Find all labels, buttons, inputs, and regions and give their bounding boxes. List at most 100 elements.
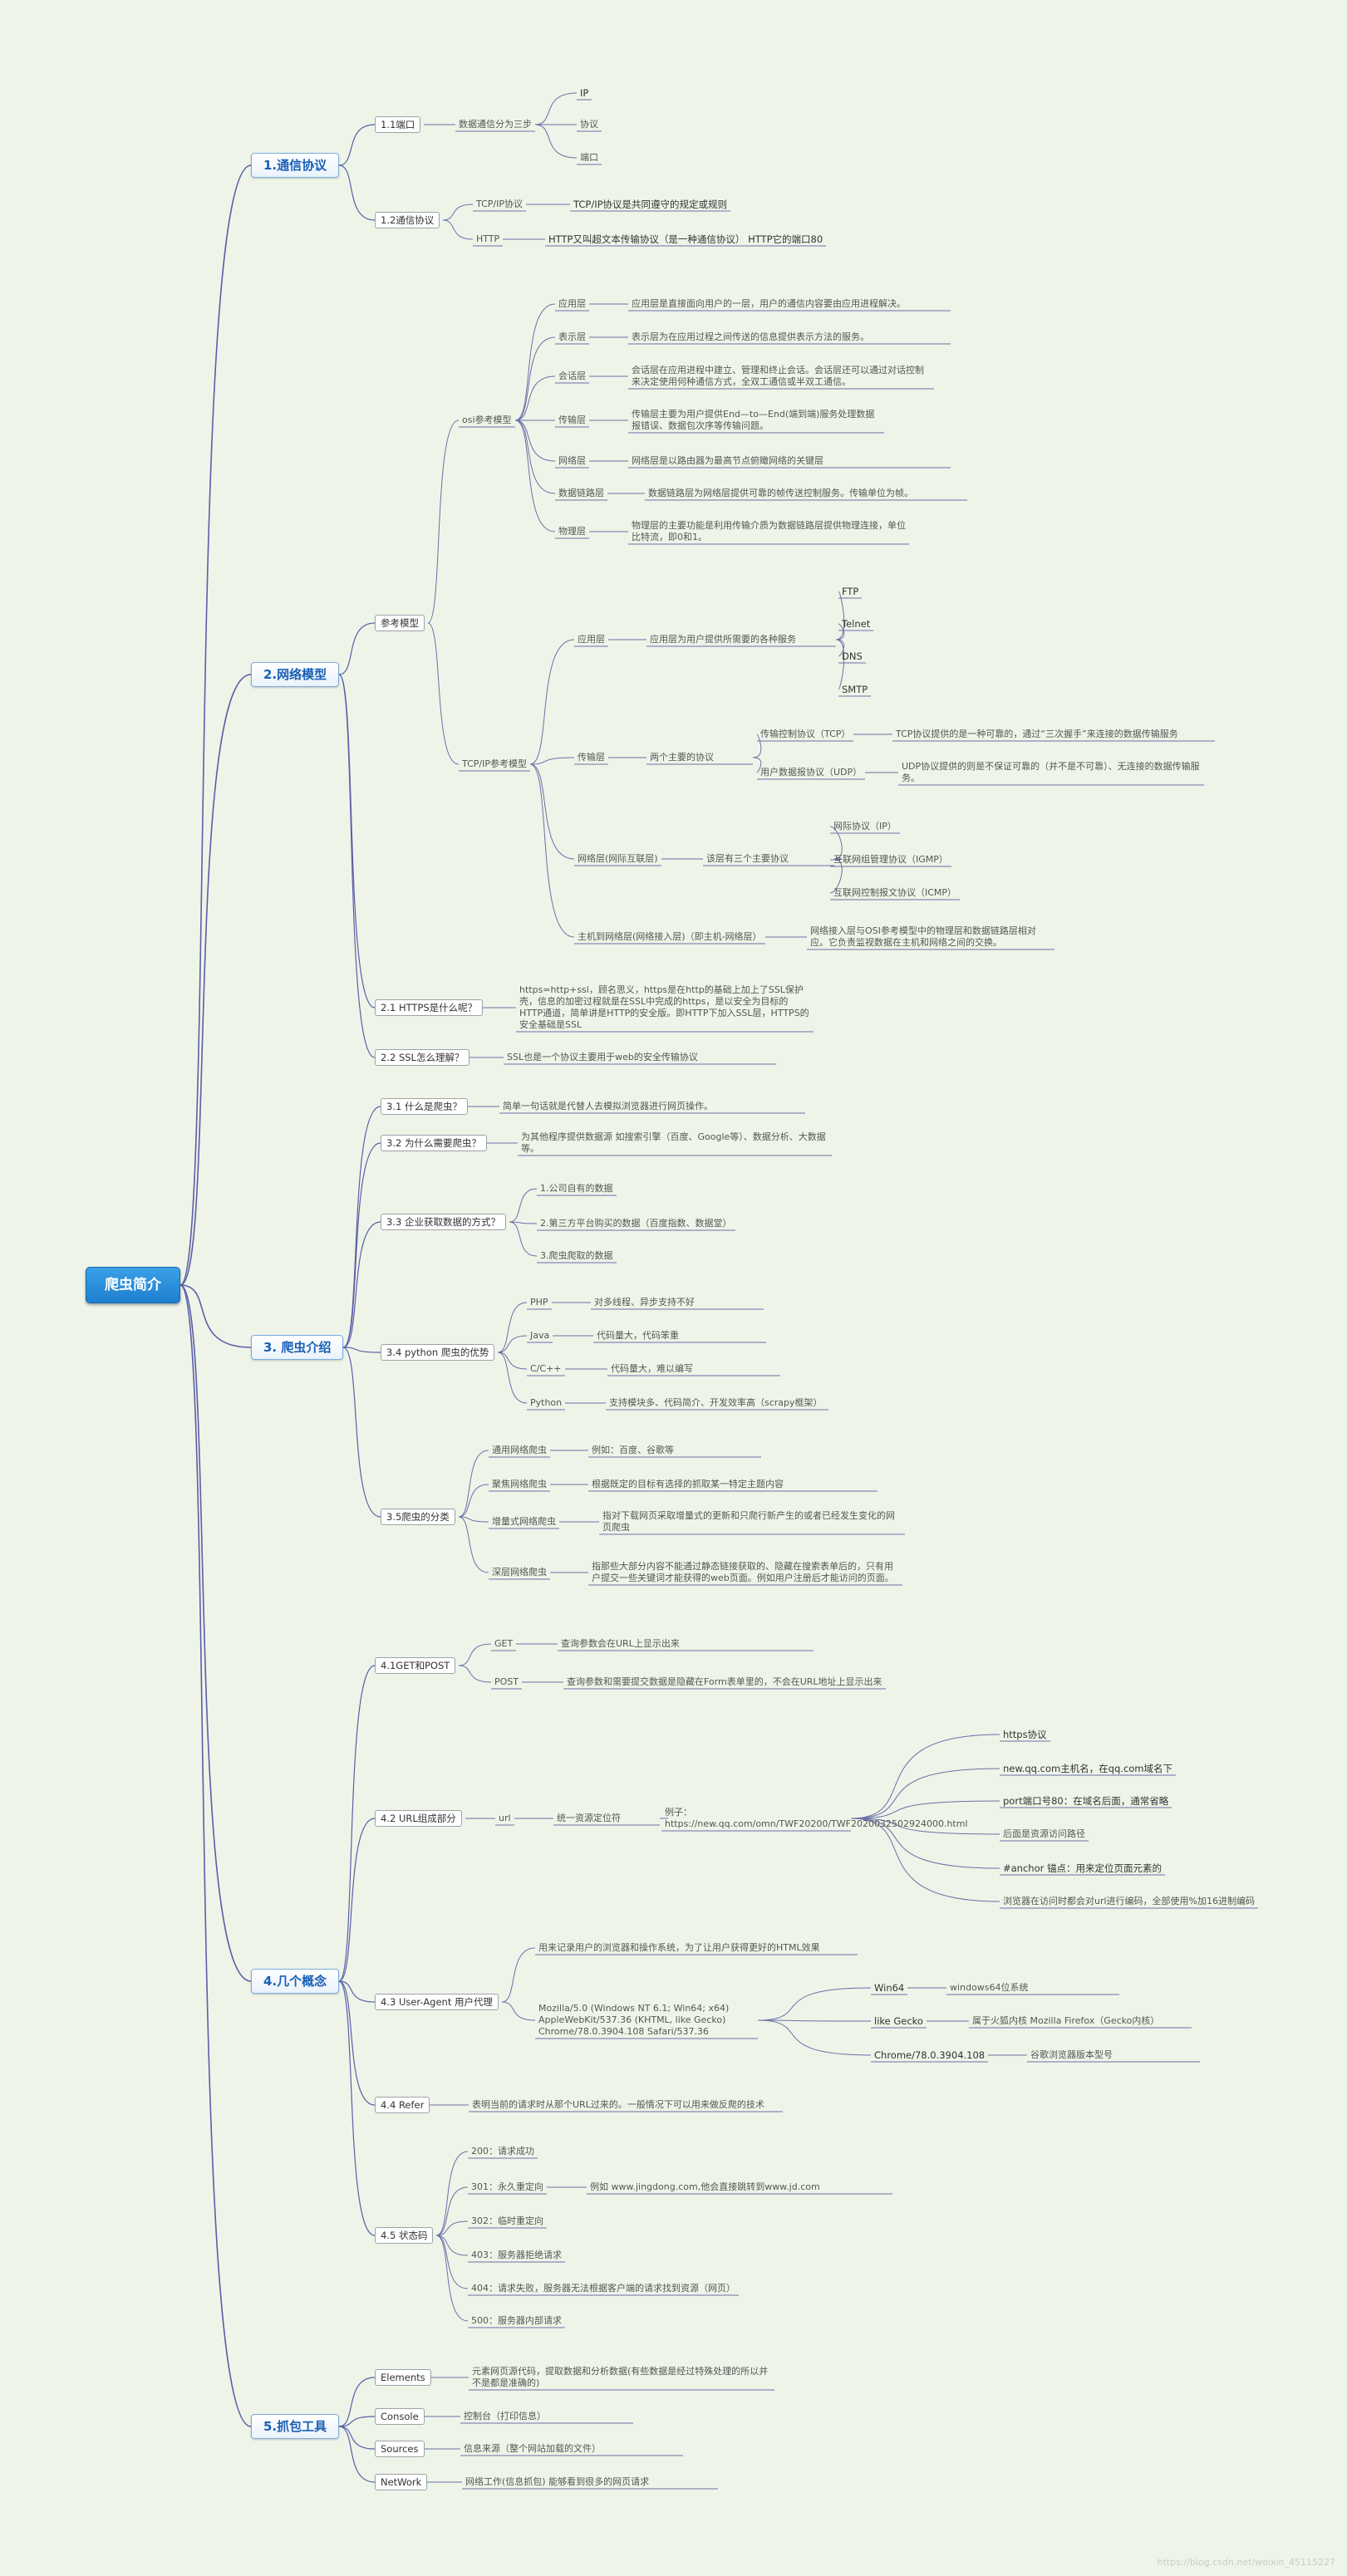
subtopic-b4s1: 4.1GET和POST xyxy=(375,1657,456,1674)
connector xyxy=(529,757,575,765)
desc-b4s1a: 查询参数会在URL上显示出来 xyxy=(561,1638,680,1649)
connector xyxy=(835,623,845,640)
connector xyxy=(501,2001,536,2021)
node-b1s2a1: TCP/IP协议是共同遵守的规定或规则 xyxy=(573,199,728,210)
connector xyxy=(427,420,460,624)
subtopic-b3s3: 3.3 企业获取数据的方式？ xyxy=(381,1214,506,1230)
connector xyxy=(514,336,556,421)
node-tcp2b: 用户数据报协议（UDP） xyxy=(760,767,863,778)
connector xyxy=(835,591,845,640)
connector xyxy=(338,2377,376,2427)
desc-b3s5d: 指那些大部分内容不能通过静态链接获取的、隐藏在搜索表单后的，只有用户提交一些关键… xyxy=(592,1561,894,1583)
desc-b5s4: 网络工作(信息抓包) 能够看到很多的网页请求 xyxy=(465,2476,650,2487)
subtopic-b5s1: Elements xyxy=(375,2369,431,2386)
desc-b4s2a: 统一资源定位符 xyxy=(557,1813,621,1823)
desc-sc2: 例如 www.jingdong.com,他会直接跳转到www.jd.com xyxy=(590,2181,820,2192)
connector xyxy=(850,1818,1000,1902)
branch-b1: 1.通信协议 xyxy=(251,153,340,178)
connector xyxy=(338,1818,376,1982)
node-osi1: 应用层 xyxy=(558,298,586,309)
subtopic-b2s3: 2.2 SSL怎么理解？ xyxy=(375,1049,470,1066)
node-u1: https协议 xyxy=(1003,1729,1047,1740)
desc-tcp2a: TCP协议提供的是一种可靠的，通过“三次握手”来连接的数据传输服务 xyxy=(896,729,1178,739)
node-sc2: 301：永久重定向 xyxy=(471,2181,543,2192)
desc-b3s5b: 根据既定的目标有选择的抓取某一特定主题内容 xyxy=(592,1479,784,1489)
node-b1s1a2: 协议 xyxy=(580,119,598,130)
connector xyxy=(514,420,556,494)
node-b1s2a: TCP/IP协议 xyxy=(476,199,523,209)
node-osi5: 网络层 xyxy=(558,455,586,466)
subtopic-b5s2: Console xyxy=(375,2408,425,2425)
desc-ua3: 谷歌浏览器版本型号 xyxy=(1030,2049,1113,2060)
node-tcp2: 传输层 xyxy=(578,752,605,763)
subtopic-b4s4: 4.4 Refer xyxy=(375,2097,430,2113)
subtopic-b2s1: 参考模型 xyxy=(375,615,425,631)
connector xyxy=(338,1980,376,2106)
connector xyxy=(458,1484,489,1518)
desc-b3s4c: 代码量大，难以编写 xyxy=(611,1363,693,1374)
node-b1s1a3: 端口 xyxy=(580,152,598,163)
connector xyxy=(501,1947,536,2003)
desc-b5s2: 控制台（打印信息） xyxy=(464,2411,546,2421)
node-tcp1: 应用层 xyxy=(578,634,605,645)
subtopic-b5s3: Sources xyxy=(375,2441,425,2457)
connector xyxy=(850,1734,1000,1819)
subtopic-b2s2: 2.1 HTTPS是什么呢？ xyxy=(375,999,484,1016)
root-topic: 爬虫简介 xyxy=(86,1267,180,1303)
desc-osi6: 数据链路层为网络层提供可靠的帧传送控制服务。传输单位为帧。 xyxy=(648,488,913,498)
connector xyxy=(442,219,474,240)
desc-tcp1: 应用层为用户提供所需要的各种服务 xyxy=(650,634,796,645)
connector xyxy=(757,1987,872,2021)
desc-tcp3: 该层有三个主要协议 xyxy=(706,853,789,864)
connector xyxy=(342,1142,381,1348)
desc-b2s2: https=http+ssl，顾名思义，https是在http的基础上加上了SS… xyxy=(519,984,809,1030)
connector xyxy=(509,1221,538,1224)
node-b1s1a: 数据通信分为三步 xyxy=(459,119,532,130)
connector xyxy=(757,2019,872,2056)
node-b4s2a: url xyxy=(499,1813,511,1823)
desc-b5s3: 信息来源（整个网站加载的文件） xyxy=(464,2443,601,2454)
connector xyxy=(435,2220,469,2236)
node-tcp3b: 互联网组管理协议（IGMP） xyxy=(833,854,948,865)
connector xyxy=(442,204,474,221)
connector xyxy=(179,674,252,1286)
desc-osi1: 应用层是直接面向用户的一层，用户的通信内容要由应用进程解决。 xyxy=(632,298,906,309)
node-osi7: 物理层 xyxy=(558,526,586,537)
connector xyxy=(338,124,376,166)
node-b1s1a1: IP xyxy=(580,87,589,99)
node-b3s3b: 2.第三方平台购买的数据（百度指数、数据堂） xyxy=(540,1218,732,1229)
connector xyxy=(850,1818,1000,1835)
node-u3: port端口号80：在域名后面，通常省略 xyxy=(1003,1795,1169,1807)
connector xyxy=(179,1284,252,2427)
node-b4s3a: 用来记录用户的浏览器和操作系统，为了让用户获得更好的HTML效果 xyxy=(538,1942,820,1953)
connector xyxy=(435,2235,469,2322)
desc-osi3: 会话层在应用进程中建立、管理和终止会话。会话层还可以通过对话控制来决定使用何种通… xyxy=(632,365,924,387)
connector xyxy=(497,1302,528,1353)
desc-b5s1: 元素网页源代码，提取数据和分析数据(有些数据是经过特殊处理的所以并不是都是准确的… xyxy=(472,2366,769,2388)
node-b3s5b: 聚焦网络爬虫 xyxy=(492,1479,547,1489)
subtopic-b1s2: 1.2通信协议 xyxy=(375,212,440,228)
node-tcp1c: DNS xyxy=(842,650,863,662)
connector xyxy=(338,2426,376,2483)
connector xyxy=(850,1768,1000,1819)
desc-b3s2: 为其他程序提供数据源 如搜索引擎（百度、Google等）、数据分析、大数据等。 xyxy=(521,1131,826,1154)
node-b4s1a: GET xyxy=(494,1638,514,1649)
branch-b4: 4.几个概念 xyxy=(251,1969,340,1994)
branch-b5: 5.抓包工具 xyxy=(251,2414,340,2439)
subtopic-b3s1: 3.1 什么是爬虫？ xyxy=(381,1098,468,1115)
connector xyxy=(435,2235,469,2289)
desc-tcp2: 两个主要的协议 xyxy=(650,752,714,763)
node-b3s4c: C/C++ xyxy=(530,1363,562,1374)
connector xyxy=(829,858,843,894)
subtopic-b4s2: 4.2 URL组成部分 xyxy=(375,1810,462,1827)
connector xyxy=(342,1347,381,1518)
connector xyxy=(338,164,376,221)
desc-b2s3: SSL也是一个协议主要用于web的安全传输协议 xyxy=(507,1052,698,1062)
connector xyxy=(497,1352,528,1370)
node-u2: new.qq.com主机名，在qq.com域名下 xyxy=(1003,1763,1173,1774)
subtopic-b3s5: 3.5爬虫的分类 xyxy=(381,1509,455,1525)
desc-b3s4b: 代码量大，代码笨重 xyxy=(597,1330,679,1341)
connector xyxy=(179,1284,252,1982)
